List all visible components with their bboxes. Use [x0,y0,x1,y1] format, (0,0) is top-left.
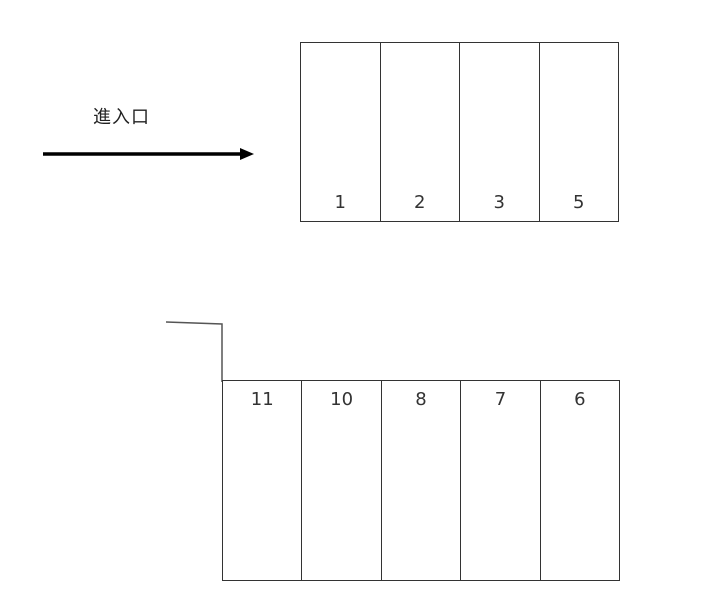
right-arrow-icon [43,148,254,160]
parking-row-bottom: 11 10 8 7 6 [222,380,620,581]
parking-slot[interactable]: 5 [538,43,619,221]
slot-number: 10 [330,389,354,410]
slot-number: 1 [334,192,346,213]
slot-number: 11 [250,389,274,410]
parking-slot[interactable]: 11 [223,381,301,580]
entrance-label: 進入口 [93,107,150,128]
parking-row-top: 1 2 3 5 [300,42,619,222]
slot-number: 7 [494,389,507,410]
parking-slot[interactable]: 10 [301,381,380,580]
slot-number: 8 [415,389,427,410]
parking-slot[interactable]: 7 [460,381,539,580]
parking-slot[interactable]: 6 [539,381,619,580]
slot-number: 5 [573,192,585,213]
parking-slot[interactable]: 8 [380,381,460,580]
slot-number: 3 [493,192,505,213]
slot-number: 2 [414,192,426,213]
slot-number: 6 [574,389,586,410]
parking-slot[interactable]: 2 [379,43,460,221]
parking-slot[interactable]: 1 [301,43,380,221]
driveway-line [165,321,223,382]
parking-slot[interactable]: 3 [459,43,539,221]
